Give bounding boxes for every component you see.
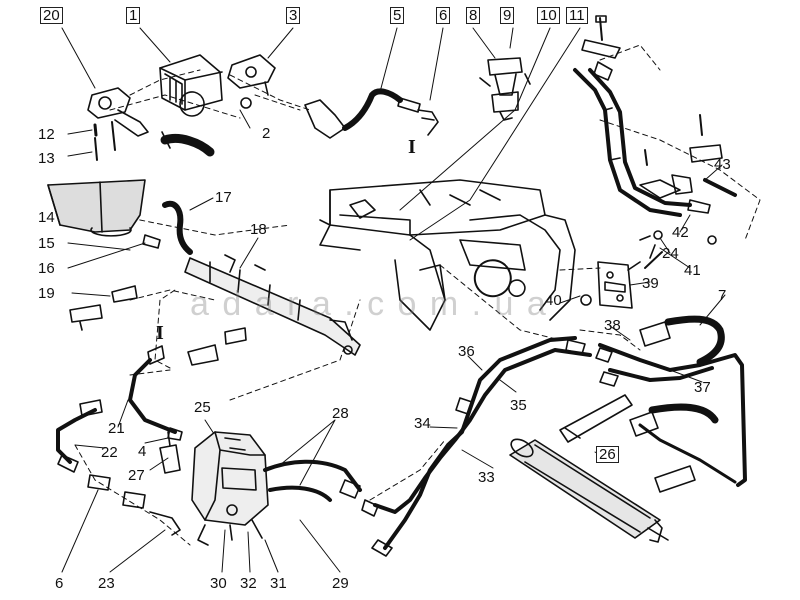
part-18-distributor xyxy=(184,254,361,356)
callout-20: 20 xyxy=(40,7,63,24)
callout-5: 5 xyxy=(390,7,405,24)
part-1-housing xyxy=(159,54,223,117)
callout-4: 4 xyxy=(138,443,147,460)
callout-10: 10 xyxy=(537,7,560,24)
callout-7: 7 xyxy=(718,287,727,304)
callout-2: 2 xyxy=(262,125,271,142)
callout-39: 39 xyxy=(642,275,659,292)
callout-40: 40 xyxy=(545,292,562,309)
part-6-elbow-top xyxy=(417,109,439,136)
callout-36: 36 xyxy=(458,343,475,360)
callout-35: 35 xyxy=(510,397,527,414)
part-2-ring xyxy=(240,97,252,109)
callout-16: 16 xyxy=(38,260,55,277)
callout-24: 24 xyxy=(662,245,679,262)
part-14-canister xyxy=(47,179,146,237)
callout-19: 19 xyxy=(38,285,55,302)
callout-3: 3 xyxy=(286,7,301,24)
callout-18: 18 xyxy=(250,221,267,238)
watermark: a d a r a . c o m . u a xyxy=(190,285,548,323)
part-top-right-pipes xyxy=(573,15,737,245)
part-7-37-38-hoses xyxy=(559,315,747,493)
callout-14: 14 xyxy=(38,209,55,226)
callout-6-bottom: 6 xyxy=(55,575,64,592)
part-16-fitting xyxy=(142,234,161,249)
part-8-valve xyxy=(479,57,531,121)
callout-37: 37 xyxy=(694,379,711,396)
callout-23: 23 xyxy=(98,575,115,592)
part-hose-black xyxy=(160,131,215,157)
part-12-bolt xyxy=(93,121,116,161)
part-5-hose xyxy=(304,88,421,139)
part-3-flange xyxy=(227,54,276,96)
callout-31: 31 xyxy=(270,575,287,592)
part-21-pipe xyxy=(128,358,183,441)
part-19-tee xyxy=(69,285,138,331)
callout-11: 11 xyxy=(566,7,588,24)
part-40-washer xyxy=(580,294,592,306)
callout-43: 43 xyxy=(714,156,731,173)
part-39-plate xyxy=(597,261,633,309)
callout-30: 30 xyxy=(210,575,227,592)
callout-28: 28 xyxy=(332,405,349,422)
callout-9: 9 xyxy=(500,7,515,24)
part-41-bolt xyxy=(627,251,663,271)
callout-17: 17 xyxy=(215,189,232,206)
callout-8: 8 xyxy=(466,7,481,24)
part-28-hoses xyxy=(263,459,362,502)
part-17-bent-hose xyxy=(162,200,193,255)
callout-26: 26 xyxy=(596,446,619,463)
section-mark-left: I xyxy=(156,322,164,344)
callout-12: 12 xyxy=(38,126,55,143)
part-20-bracket xyxy=(87,87,149,137)
callout-33: 33 xyxy=(478,469,495,486)
part-22-pipe xyxy=(56,399,103,473)
callout-29: 29 xyxy=(332,575,349,592)
part-24-bolt xyxy=(639,235,656,259)
part-33-36-lines xyxy=(361,336,592,557)
callout-15: 15 xyxy=(38,235,55,252)
callout-22: 22 xyxy=(101,444,118,461)
callout-6-top: 6 xyxy=(436,7,451,24)
callout-34: 34 xyxy=(414,415,431,432)
part-25-pump xyxy=(191,431,269,546)
part-6-fittings-bottom xyxy=(87,474,181,536)
part-4-27-sensor xyxy=(159,431,181,474)
callout-13: 13 xyxy=(38,150,55,167)
callout-21: 21 xyxy=(108,420,125,437)
tractor-body xyxy=(319,179,576,331)
callout-25: 25 xyxy=(194,399,211,416)
callout-42: 42 xyxy=(672,224,689,241)
part-26-cylinder xyxy=(509,438,669,543)
callout-38: 38 xyxy=(604,317,621,334)
callout-32: 32 xyxy=(240,575,257,592)
callout-1: 1 xyxy=(126,7,141,24)
callout-41: 41 xyxy=(684,262,701,279)
callout-27: 27 xyxy=(128,467,145,484)
section-mark-top: I xyxy=(408,136,416,158)
